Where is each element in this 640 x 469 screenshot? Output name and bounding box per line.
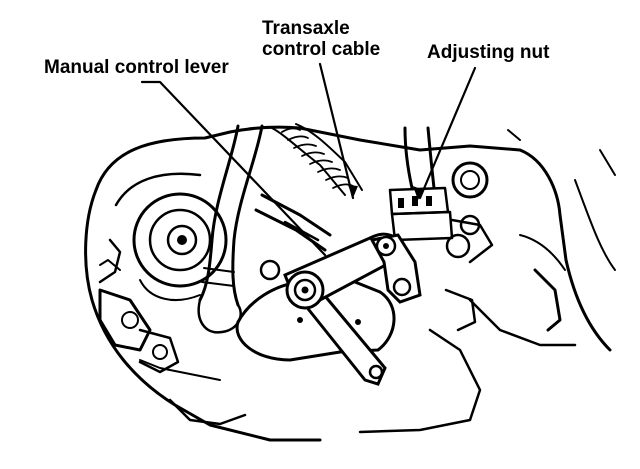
adjusting-nut-label: Adjusting nut — [427, 42, 550, 63]
manual-control-lever-part — [259, 232, 422, 386]
transaxle-control-cable — [254, 123, 363, 252]
neutral-safety-switch-plate — [235, 278, 396, 362]
leader-lines — [140, 62, 477, 257]
lower-bracket — [98, 288, 180, 374]
coolant-hose-left — [197, 124, 264, 334]
cable-connector-assembly — [383, 126, 494, 332]
manual-control-lever-label: Manual control lever — [44, 57, 229, 78]
transaxle-control-cable-label: Transaxle control cable — [262, 18, 381, 60]
output-shaft-boss — [99, 192, 228, 301]
transaxle-control-cable-label-line1: Transaxle — [262, 18, 350, 39]
transaxle-control-cable-label-line2: control cable — [262, 38, 381, 60]
transaxle-housing — [84, 125, 616, 442]
